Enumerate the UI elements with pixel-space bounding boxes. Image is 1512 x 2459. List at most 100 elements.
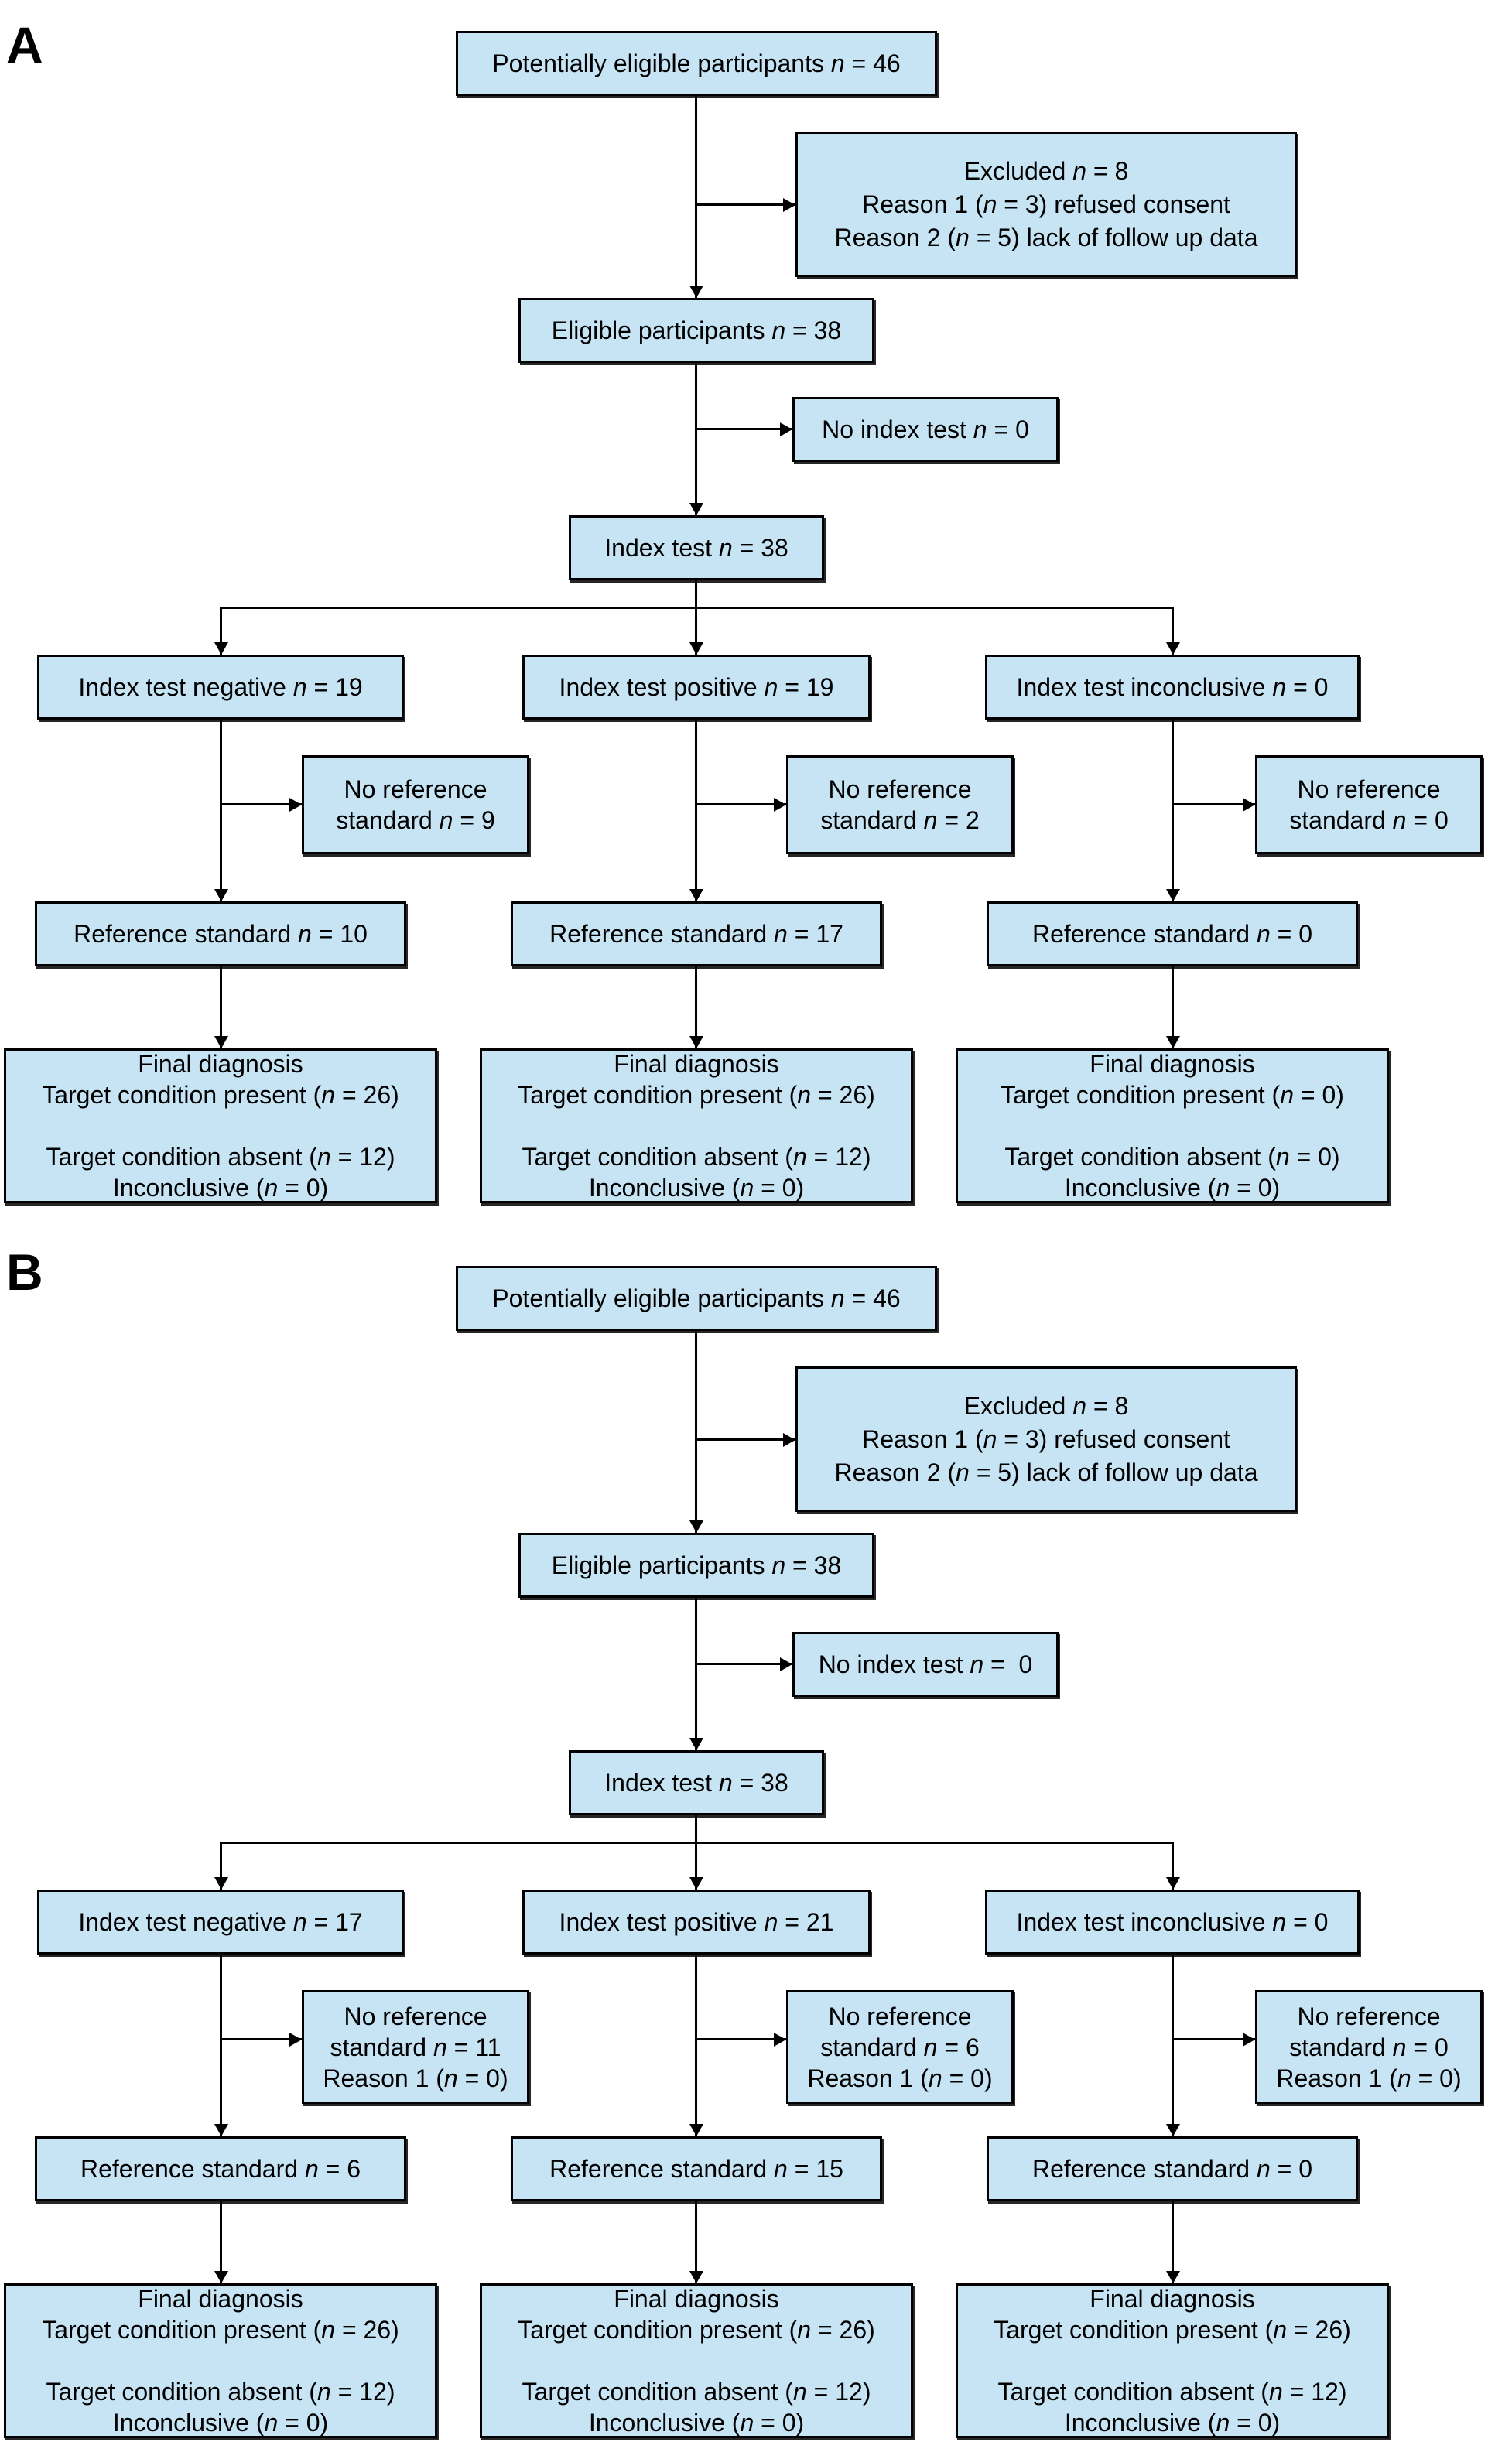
box-text: standard n = 2 [820, 806, 980, 834]
flow-line [695, 580, 697, 655]
flow-line [695, 1955, 697, 2136]
flow-line [1172, 1842, 1174, 1890]
box-final-diagnosis-positive: Final diagnosis Target condition present… [480, 1048, 913, 1203]
flow-line [695, 966, 697, 1048]
arrow-right-icon [783, 1433, 795, 1447]
box-text: Reason 1 (n = 0) [807, 2064, 993, 2092]
box-excluded: Excluded n = 8 Reason 1 (n = 3) refused … [795, 132, 1297, 277]
arrow-down-icon [689, 2271, 703, 2283]
arrow-right-icon [289, 798, 302, 812]
flow-line [220, 1842, 1174, 1844]
box-excluded: Excluded n = 8 Reason 1 (n = 3) refused … [795, 1366, 1297, 1512]
arrow-down-icon [689, 2124, 703, 2136]
box-final-diagnosis-negative: Final diagnosis Target condition present… [4, 2283, 437, 2438]
box-index-test-inconclusive: Index test inconclusive n = 0 [985, 655, 1360, 720]
box-index-test: Index test n = 38 [569, 515, 824, 580]
box-text: Reason 1 (n = 3) refused consent [862, 1424, 1230, 1453]
box-text: Inconclusive (n = 0) [1064, 1174, 1281, 1202]
box-text: Inconclusive (n = 0) [1064, 2409, 1281, 2437]
box-text: Index test positive n = 19 [559, 673, 834, 701]
box-text: Final diagnosis [614, 1050, 779, 1078]
arrow-down-icon [1166, 1877, 1180, 1890]
box-text: Index test inconclusive n = 0 [1016, 1908, 1329, 1936]
arrow-right-icon [780, 1657, 792, 1671]
box-text: Target condition present (n = 26) [518, 1081, 875, 1109]
arrow-right-icon [783, 198, 795, 212]
box-text: Final diagnosis [1090, 1050, 1255, 1078]
box-text: Target condition present (n = 26) [42, 2316, 399, 2344]
box-text: No reference [828, 775, 972, 803]
box-text: Reference standard n = 6 [80, 2155, 361, 2183]
box-text: standard n = 9 [336, 806, 495, 834]
box-text: Index test negative n = 19 [78, 673, 363, 701]
box-no-index-test: No index test n = 0 [792, 397, 1059, 462]
box-text: No reference [828, 2002, 972, 2030]
box-text: Target condition absent (n = 12) [522, 2378, 871, 2406]
box-text: Excluded n = 8 [963, 156, 1129, 185]
arrow-down-icon [689, 286, 703, 298]
panel-b: B Potentially eligible participants n = … [0, 1235, 1512, 2459]
box-text: Reference standard n = 17 [549, 920, 843, 948]
arrow-down-icon [1166, 1036, 1180, 1048]
box-text: standard n = 0 [1289, 2033, 1449, 2061]
flow-line [696, 1663, 792, 1665]
flow-line [220, 2201, 222, 2283]
arrow-down-icon [689, 1738, 703, 1750]
panel-a-label: A [6, 16, 43, 74]
box-index-test: Index test n = 38 [569, 1750, 824, 1815]
box-no-reference-standard-inconclusive: No reference standard n = 0 Reason 1 (n … [1255, 1990, 1483, 2104]
flow-line [1172, 720, 1174, 901]
box-text: Reference standard n = 15 [549, 2155, 843, 2183]
box-index-test-negative: Index test negative n = 17 [37, 1890, 404, 1955]
flow-line [695, 720, 697, 901]
box-text: No reference [344, 2002, 487, 2030]
box-text: Target condition absent (n = 12) [46, 1143, 395, 1171]
arrow-right-icon [780, 422, 792, 436]
box-text: Target condition present (n = 26) [994, 2316, 1351, 2344]
box-no-index-test: No index test n = 0 [792, 1632, 1059, 1697]
flow-line [696, 803, 786, 805]
flow-line [1172, 2038, 1255, 2040]
box-eligible: Eligible participants n = 38 [518, 298, 874, 363]
box-reference-standard-positive: Reference standard n = 17 [511, 901, 882, 966]
arrow-down-icon [214, 2271, 228, 2283]
box-text: Excluded n = 8 [963, 1391, 1129, 1420]
box-final-diagnosis-negative: Final diagnosis Target condition present… [4, 1048, 437, 1203]
arrow-down-icon [689, 1036, 703, 1048]
box-text: Inconclusive (n = 0) [588, 2409, 805, 2437]
flow-line [220, 1842, 222, 1890]
box-text: Inconclusive (n = 0) [588, 1174, 805, 1202]
arrow-down-icon [689, 642, 703, 655]
arrow-down-icon [689, 1520, 703, 1533]
flow-line [695, 1598, 697, 1750]
arrow-down-icon [1166, 2124, 1180, 2136]
box-no-reference-standard-positive: No reference standard n = 2 [786, 755, 1014, 854]
box-reference-standard-positive: Reference standard n = 15 [511, 2136, 882, 2201]
flow-line [220, 1955, 222, 2136]
box-text: Target condition present (n = 26) [42, 1081, 399, 1109]
box-text: Target condition present (n = 26) [518, 2316, 875, 2344]
box-text: Target condition absent (n = 0) [1004, 1143, 1340, 1171]
box-text: Reference standard n = 10 [74, 920, 368, 948]
box-reference-standard-inconclusive: Reference standard n = 0 [987, 2136, 1358, 2201]
box-text: No reference [1297, 775, 1441, 803]
box-text: Inconclusive (n = 0) [112, 1174, 329, 1202]
arrow-down-icon [1166, 889, 1180, 901]
flow-line [221, 803, 302, 805]
box-text: Index test inconclusive n = 0 [1016, 673, 1329, 701]
flow-line [696, 2038, 786, 2040]
box-text: Final diagnosis [138, 1050, 303, 1078]
box-potentially-eligible: Potentially eligible participants n = 46 [456, 1266, 937, 1331]
box-text: Index test positive n = 21 [559, 1908, 834, 1936]
box-text: Reason 1 (n = 0) [1276, 2064, 1462, 2092]
flow-line [220, 607, 1174, 609]
flow-line [1172, 1955, 1174, 2136]
box-text: Eligible participants n = 38 [551, 1551, 842, 1579]
box-text: Target condition absent (n = 12) [46, 2378, 395, 2406]
box-text: Target condition absent (n = 12) [522, 1143, 871, 1171]
arrow-down-icon [689, 889, 703, 901]
box-text: Reason 2 (n = 5) lack of follow up data [834, 1458, 1258, 1486]
panel-a: A Potentially eligible participants n = … [0, 0, 1512, 1224]
flow-line [220, 720, 222, 901]
